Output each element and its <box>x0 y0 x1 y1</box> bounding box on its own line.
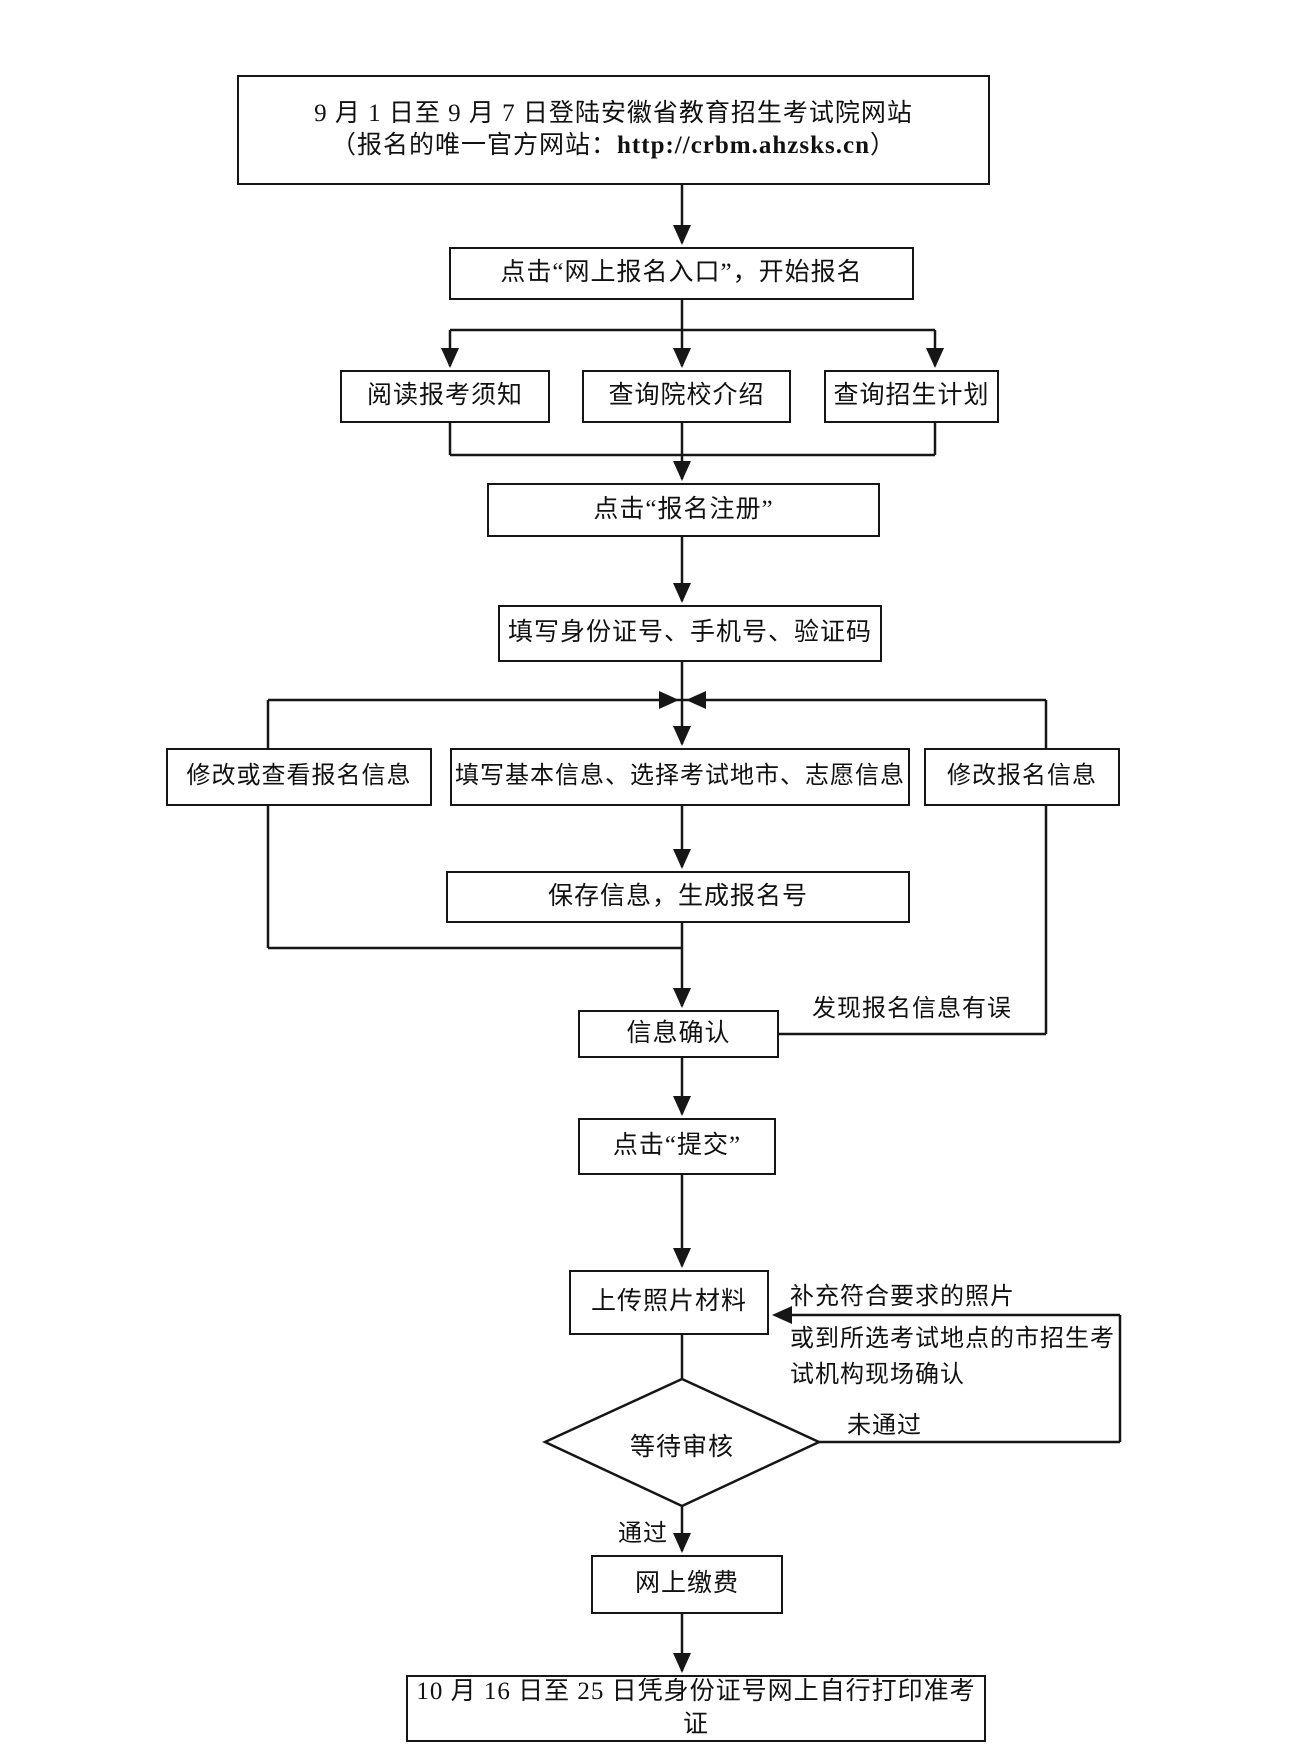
arrow-into-save <box>673 849 691 869</box>
arrow-into-query-college <box>673 348 691 368</box>
arrow-junction-from-left <box>659 691 679 709</box>
node-query-plan: 查询招生计划 <box>824 370 999 423</box>
arrow-junction-from-right <box>686 691 706 709</box>
edges <box>266 185 1122 1671</box>
node-print-ticket: 10 月 16 日至 25 日凭身份证号网上自行打印准考证 <box>406 1675 986 1742</box>
label-not-passed: 未通过 <box>847 1413 922 1439</box>
node-fill-id: 填写身份证号、手机号、验证码 <box>498 605 882 662</box>
arrow-into-submit <box>673 1096 691 1116</box>
label-passed: 通过 <box>618 1521 668 1547</box>
arrowheads <box>441 225 944 1673</box>
label-or-onsite-line2: 试机构现场确认 <box>790 1362 965 1388</box>
arrow-into-read-notice <box>441 348 459 368</box>
node-click-submit: 点击“提交” <box>578 1118 776 1175</box>
arrow-into-fillbasic <box>673 726 691 746</box>
label-or-onsite-line1: 或到所选考试地点的市招生考 <box>790 1326 1115 1352</box>
start-official-url: http://crbm.ahzsks.cn <box>617 132 870 159</box>
start-line2: （报名的唯一官方网站：http://crbm.ahzsks.cn） <box>239 130 988 163</box>
arrow-into-register <box>673 461 691 481</box>
node-wait-review-label: 等待审核 <box>630 1434 735 1461</box>
node-modify-info: 修改报名信息 <box>924 748 1120 806</box>
node-click-register: 点击“报名注册” <box>487 483 880 537</box>
arrow-into-entry <box>673 225 691 245</box>
start-line2-prefix: （报名的唯一官方网站： <box>331 132 618 159</box>
node-fill-basic: 填写基本信息、选择考试地市、志愿信息 <box>450 748 910 806</box>
arrow-return-into-upload <box>772 1306 792 1324</box>
start-line1: 9 月 1 日至 9 月 7 日登陆安徽省教育招生考试院网站 <box>314 99 913 127</box>
node-start: 9 月 1 日至 9 月 7 日登陆安徽省教育招生考试院网站 （报名的唯一官方网… <box>237 75 990 185</box>
arrow-into-print <box>673 1653 691 1673</box>
decision-diamond <box>542 1377 822 1508</box>
node-upload-photo: 上传照片材料 <box>569 1270 769 1335</box>
node-modify-or-view: 修改或查看报名信息 <box>166 748 432 806</box>
node-pay-online: 网上缴费 <box>591 1555 783 1614</box>
label-supplement-photo: 补充符合要求的照片 <box>790 1284 1015 1310</box>
node-save-info: 保存信息，生成报名号 <box>446 871 910 923</box>
arrow-into-query-plan <box>926 348 944 368</box>
node-click-entry: 点击“网上报名入口”，开始报名 <box>449 247 914 300</box>
arrow-into-fillid <box>673 583 691 603</box>
arrow-into-upload <box>673 1248 691 1268</box>
node-query-college: 查询院校介绍 <box>582 370 791 423</box>
start-line2-suffix: ） <box>869 132 896 159</box>
arrow-into-pay <box>673 1533 691 1553</box>
label-error-found: 发现报名信息有误 <box>812 996 1012 1022</box>
node-read-notice: 阅读报考须知 <box>340 370 550 423</box>
node-confirm-info: 信息确认 <box>578 1010 779 1058</box>
arrow-into-confirm <box>673 988 691 1008</box>
